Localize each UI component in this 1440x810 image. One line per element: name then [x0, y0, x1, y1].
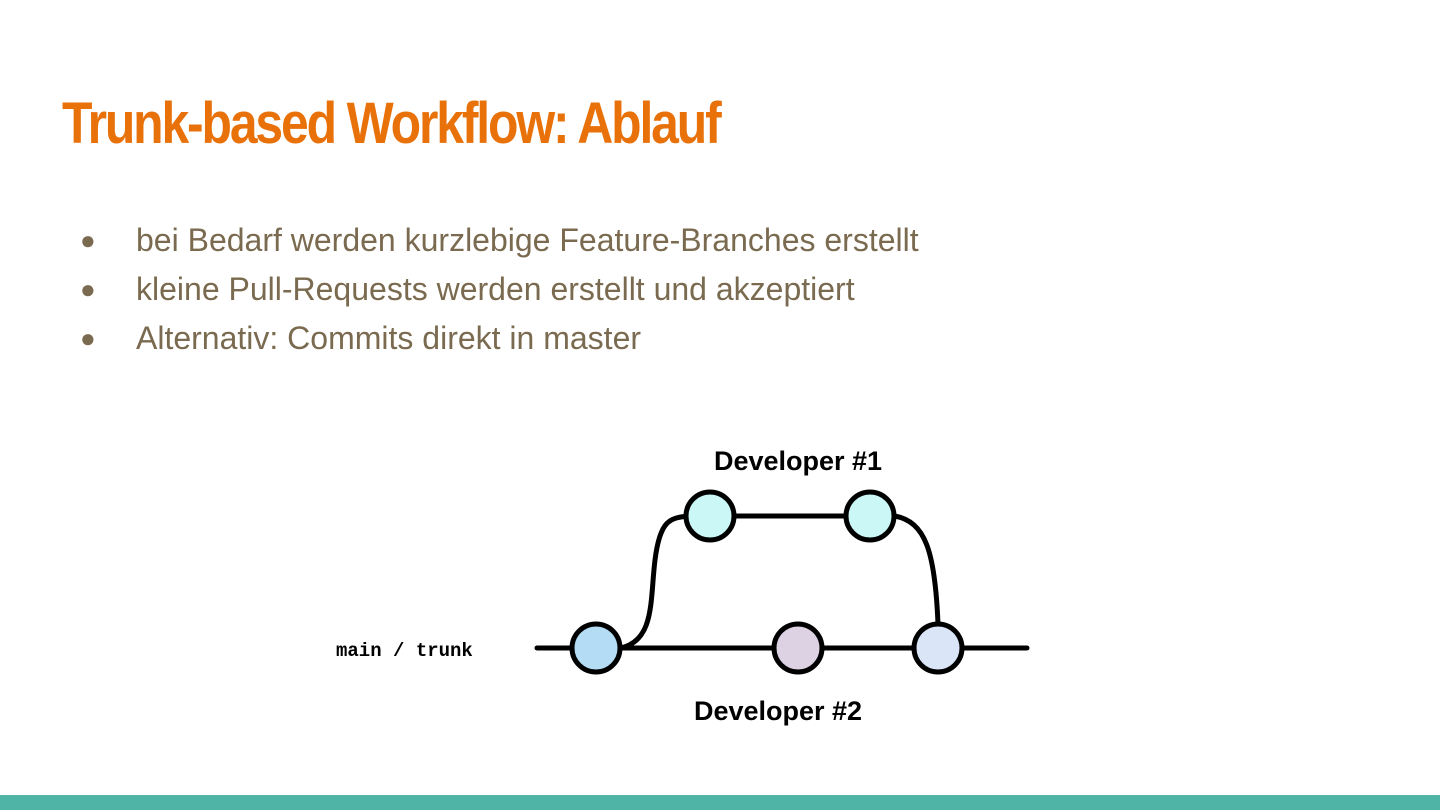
bullet-text: kleine Pull-Requests werden erstellt und…	[136, 271, 855, 307]
trunk-merge-commit	[911, 621, 965, 675]
branch-out-curve	[618, 513, 691, 651]
bullet-item: ● Alternativ: Commits direkt in master	[80, 314, 980, 363]
developer1-label: Developer #1	[714, 446, 882, 476]
bullet-icon: ●	[80, 323, 96, 353]
developer1-commit	[843, 489, 897, 543]
trunk-label: main / trunk	[336, 640, 473, 662]
bullet-icon: ●	[80, 225, 96, 255]
merge-curve	[892, 513, 941, 627]
developer2-label: Developer #2	[694, 696, 862, 726]
bottom-accent-bar	[0, 795, 1440, 810]
bullet-icon: ●	[80, 274, 96, 304]
bullet-text: Alternativ: Commits direkt in master	[136, 320, 642, 356]
bullet-text: bei Bedarf werden kurzlebige Feature-Bra…	[136, 222, 919, 258]
trunk-start-commit	[569, 621, 623, 675]
slide-title: Trunk-based Workflow: Ablauf	[62, 91, 722, 156]
developer2-commit	[771, 621, 825, 675]
bullet-item: ● bei Bedarf werden kurzlebige Feature-B…	[80, 216, 980, 265]
bullet-list: ● bei Bedarf werden kurzlebige Feature-B…	[80, 216, 980, 363]
commit-nodes	[569, 489, 965, 675]
bullet-item: ● kleine Pull-Requests werden erstellt u…	[80, 265, 980, 314]
developer1-commit	[683, 489, 737, 543]
